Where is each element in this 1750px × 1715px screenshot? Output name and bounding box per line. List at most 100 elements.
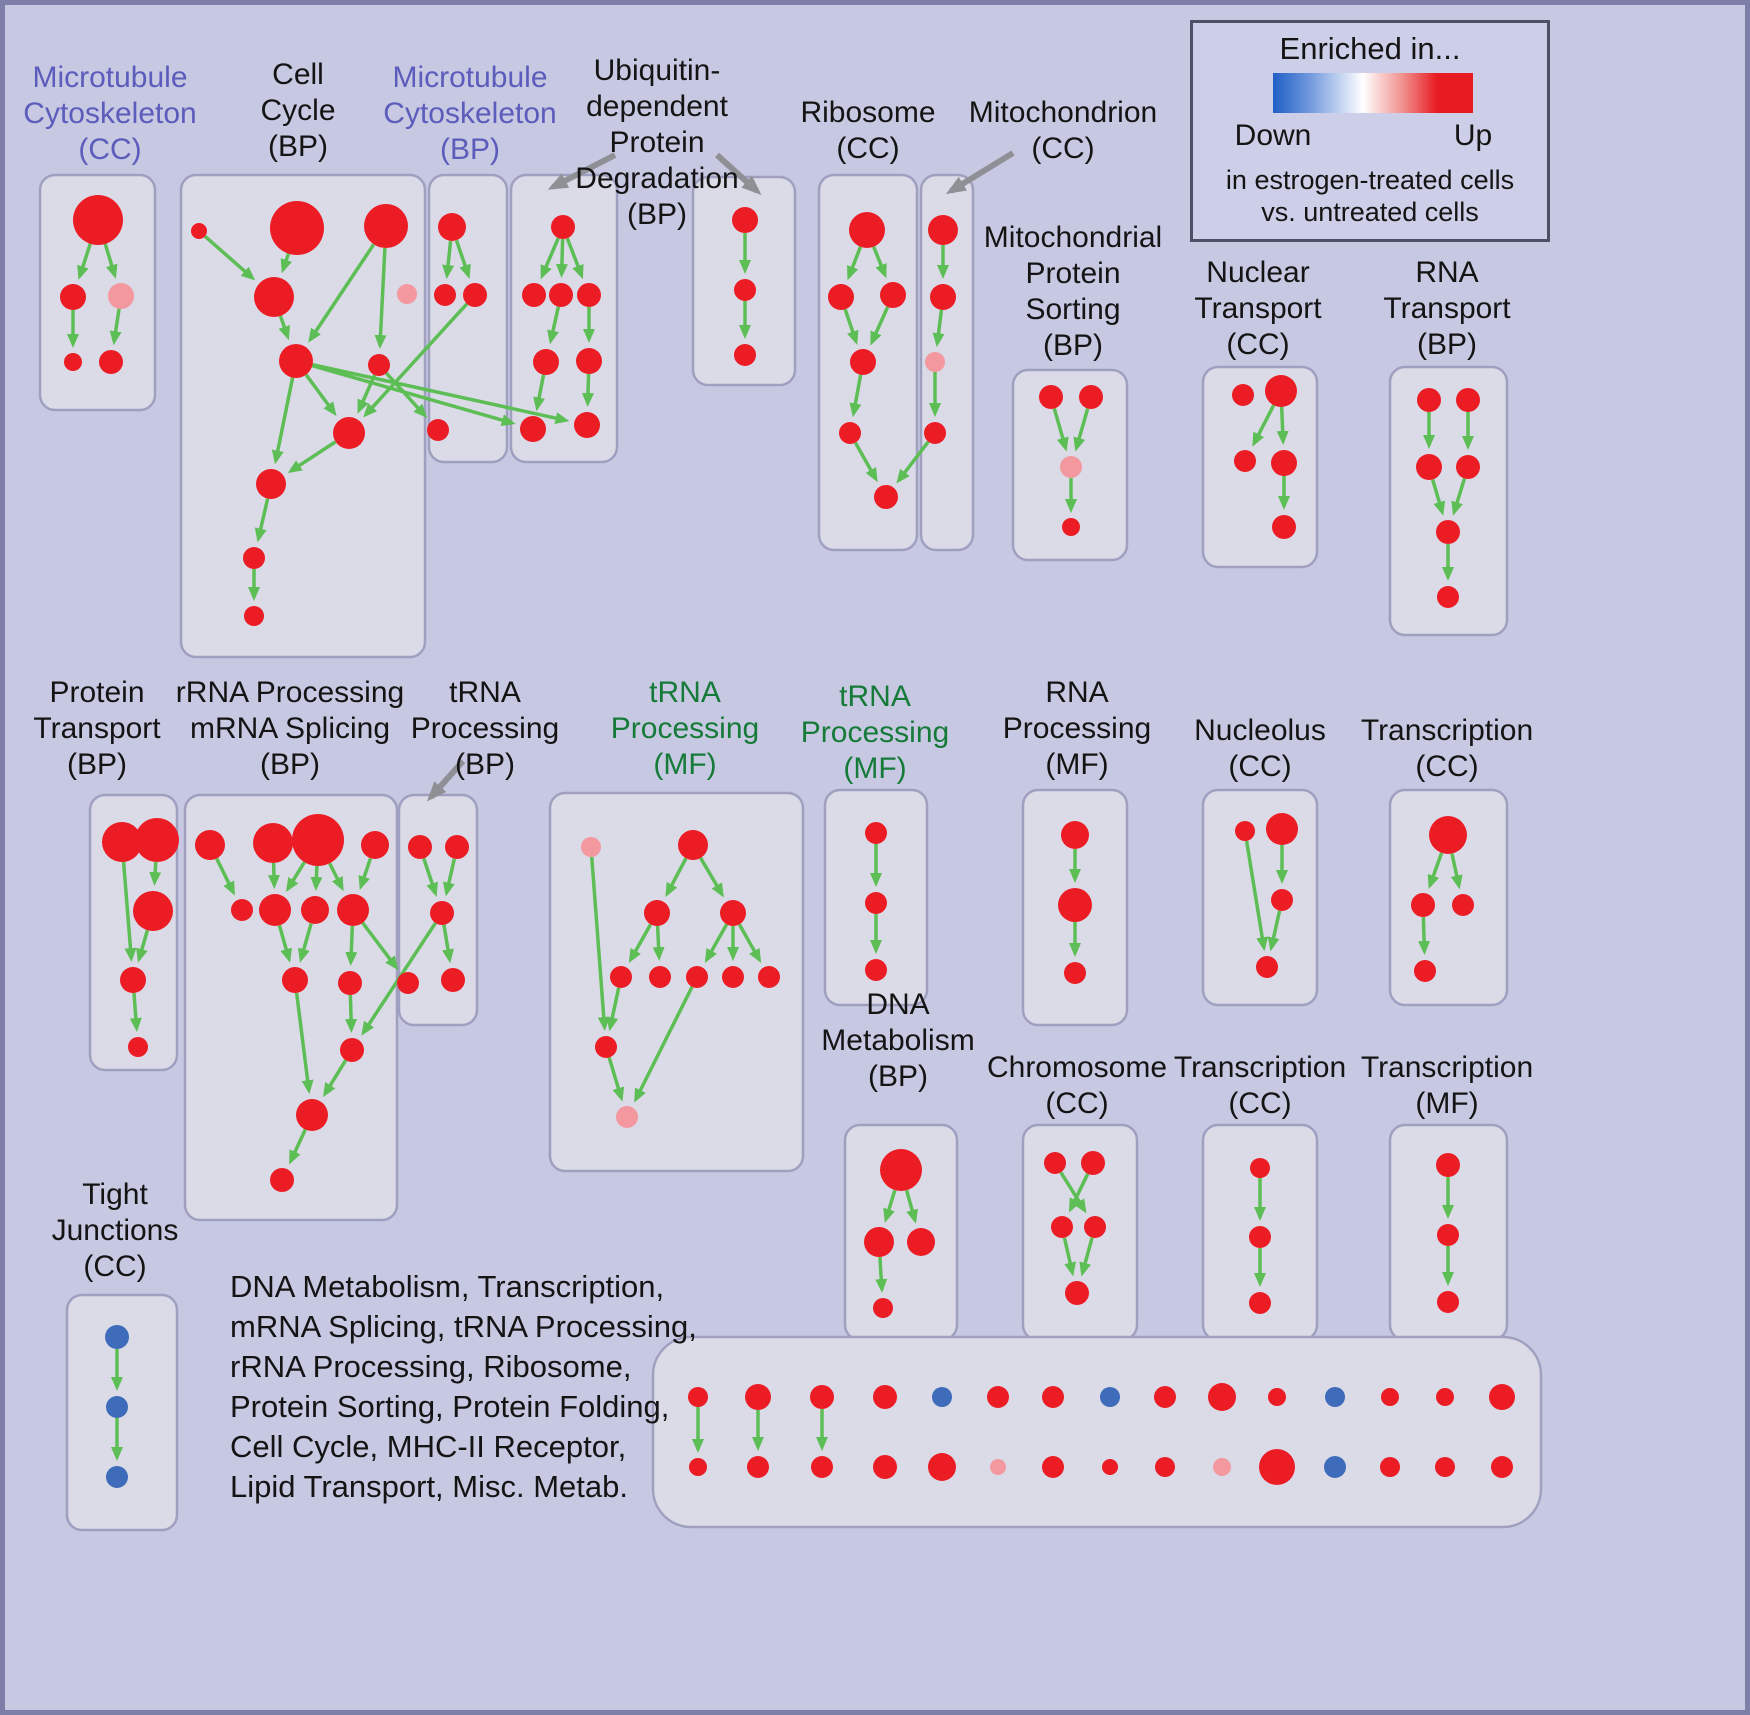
gene-node-ts1 xyxy=(865,892,887,914)
gene-node-nt2 xyxy=(1234,450,1256,472)
gene-node-rb2 xyxy=(880,282,906,308)
edge-ps1-ps2 xyxy=(1073,408,1090,452)
gene-node-mb0 xyxy=(438,213,466,241)
edge-rb3-rb4 xyxy=(849,374,863,418)
gene-node-bb7 xyxy=(1042,1456,1064,1478)
gene-node-tc1 xyxy=(1411,893,1435,917)
gene-node-nu2 xyxy=(1271,889,1293,911)
gene-node-ta3 xyxy=(720,900,746,926)
gene-node-cc3 xyxy=(254,277,294,317)
gene-node-cc9 xyxy=(243,547,265,569)
gene-node-bb4 xyxy=(873,1455,897,1479)
edge-pt3-pt4 xyxy=(129,992,142,1033)
gene-node-rr6 xyxy=(301,896,329,924)
edge-cc5-ub7 xyxy=(312,362,570,424)
gene-node-t30 xyxy=(1436,1153,1460,1177)
gene-node-bb13 xyxy=(1380,1457,1400,1477)
gene-node-rr2 xyxy=(292,814,344,866)
edge-ta3-ta8 xyxy=(737,923,762,964)
gene-node-rp2 xyxy=(1064,962,1086,984)
gene-node-tc3 xyxy=(1414,960,1436,982)
cluster-box-mixed-bottom xyxy=(651,1335,1543,1529)
gene-node-ta5 xyxy=(649,966,671,988)
gene-node-cc6 xyxy=(368,354,390,376)
gene-node-bb10 xyxy=(1213,1458,1231,1476)
gene-node-ps0 xyxy=(1039,385,1063,409)
gene-node-ub7 xyxy=(574,412,600,438)
cluster-box-nuclear-transport xyxy=(1201,365,1319,569)
gene-node-cc1 xyxy=(270,201,324,255)
gene-node-dm0 xyxy=(880,1149,922,1191)
gene-node-rt5 xyxy=(1437,586,1459,608)
edge-rr5-rr8 xyxy=(277,924,292,963)
edge-cc6-mb3 xyxy=(385,371,428,419)
gene-node-bt5 xyxy=(932,1387,952,1407)
edge-tb2-tb3 xyxy=(442,924,454,964)
cluster-box-microtubule-cc xyxy=(38,173,157,412)
edge-mb0-mb1 xyxy=(442,240,455,280)
edge-rr2-rr7 xyxy=(328,862,344,892)
gene-node-mb2 xyxy=(463,283,487,307)
gene-node-nu1 xyxy=(1266,813,1298,845)
edge-mt1-mt2 xyxy=(932,309,945,348)
gene-node-bt8 xyxy=(1100,1387,1120,1407)
gene-node-mt3 xyxy=(924,422,946,444)
gene-node-ps1 xyxy=(1079,385,1103,409)
gene-node-us1 xyxy=(734,279,756,301)
gene-node-ps2 xyxy=(1060,456,1082,478)
gene-node-bb6 xyxy=(990,1459,1006,1475)
cluster-box-nucleolus xyxy=(1201,788,1319,1007)
gene-node-rr3 xyxy=(361,831,389,859)
gene-node-rr5 xyxy=(259,894,291,926)
gene-node-nu0 xyxy=(1235,821,1255,841)
gene-node-bb11 xyxy=(1259,1449,1295,1485)
gene-node-mt2 xyxy=(925,352,945,372)
gene-node-dm1 xyxy=(864,1227,894,1257)
gene-node-bb9 xyxy=(1155,1457,1175,1477)
gene-node-bt2 xyxy=(745,1384,771,1410)
edge-ch3-ch4 xyxy=(1079,1237,1094,1277)
edge-cc7-cc8 xyxy=(287,440,337,474)
edge-rr8-rr11 xyxy=(294,992,314,1095)
edge-nt1-nt2 xyxy=(1252,404,1276,447)
edge-rr1-rr5 xyxy=(267,862,280,890)
gene-node-ta2 xyxy=(644,900,670,926)
edge-mc0-mc1 xyxy=(77,243,92,280)
edge-ta2-ta4 xyxy=(628,923,653,964)
gene-node-ub4 xyxy=(533,349,559,375)
edge-ub4-ub6 xyxy=(533,374,546,412)
gene-node-cc7 xyxy=(333,417,365,449)
edge-rr9-rr10 xyxy=(345,994,358,1034)
legend: Enriched in... Down Up in estrogen-treat… xyxy=(1190,20,1550,242)
edge-rt2-rt4 xyxy=(1430,478,1446,516)
edge-ub0-ub3 xyxy=(565,237,584,280)
edge-rr2-rr6 xyxy=(310,865,323,892)
legend-up-label: Up xyxy=(1453,119,1493,152)
gene-node-bt3 xyxy=(810,1385,834,1409)
gene-node-bt15 xyxy=(1489,1384,1515,1410)
gene-node-rb0 xyxy=(849,212,885,248)
gene-node-tj1 xyxy=(106,1396,128,1418)
edge-tc0-tc2 xyxy=(1450,853,1463,890)
gene-node-rt4 xyxy=(1436,520,1460,544)
gene-node-ch4 xyxy=(1065,1281,1089,1305)
gene-node-bt9 xyxy=(1154,1386,1176,1408)
gene-node-cc10 xyxy=(244,606,264,626)
gene-node-ts0 xyxy=(865,822,887,844)
gene-node-rt2 xyxy=(1416,454,1442,480)
gene-node-t20 xyxy=(1250,1158,1270,1178)
gene-node-mc0 xyxy=(73,195,123,245)
gene-node-rr7 xyxy=(337,894,369,926)
gene-node-ta6 xyxy=(686,966,708,988)
gene-node-bb8 xyxy=(1102,1459,1118,1475)
edge-nu2-nu3 xyxy=(1267,910,1282,952)
gene-node-ta4 xyxy=(610,966,632,988)
edge-ch1-ch2 xyxy=(1068,1173,1090,1213)
annotation-arrow-3 xyxy=(427,759,466,802)
gene-node-rr10 xyxy=(340,1038,364,1062)
gene-node-bt7 xyxy=(1042,1386,1064,1408)
gene-node-bt4 xyxy=(873,1385,897,1409)
gene-node-mc3 xyxy=(64,353,82,371)
network-canvas xyxy=(38,150,1543,1532)
